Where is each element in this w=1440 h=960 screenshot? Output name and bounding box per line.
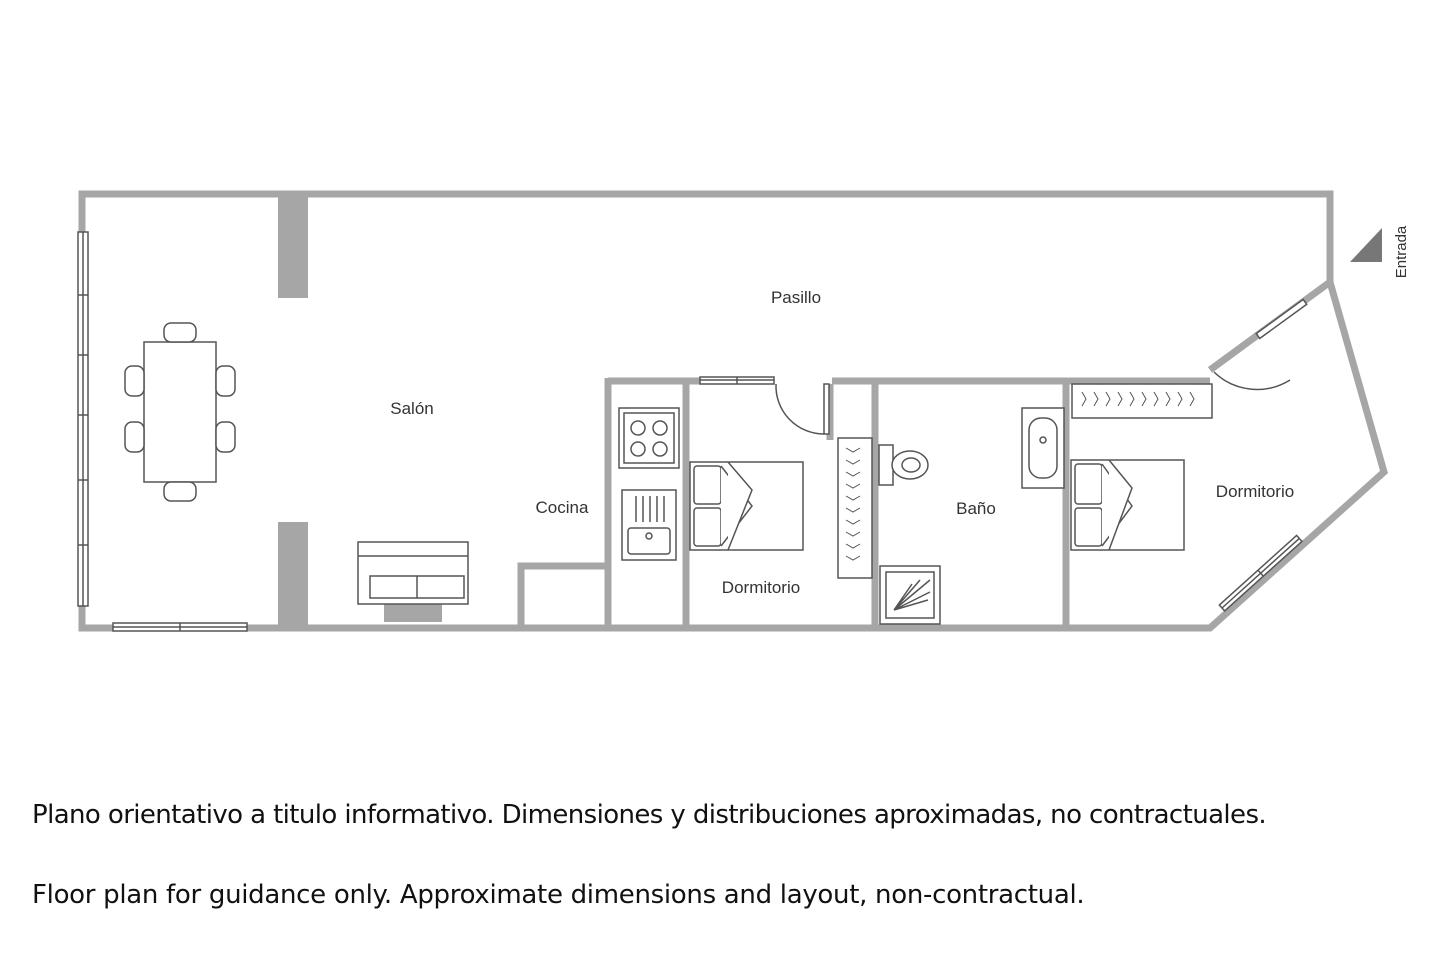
interior-walls xyxy=(384,377,1210,628)
dining-table-icon xyxy=(124,322,236,502)
wardrobe-icon xyxy=(1071,383,1213,419)
disclaimer-english: Floor plan for guidance only. Approximat… xyxy=(32,880,1085,910)
window-icon xyxy=(77,231,1304,632)
salon-column-top xyxy=(278,194,308,298)
outer-walls xyxy=(78,190,1388,632)
room-label-dormitorio-1: Dormitorio xyxy=(722,578,800,597)
salon-column-bottom xyxy=(278,522,308,628)
shower-icon xyxy=(879,565,941,625)
entry-arrow-icon xyxy=(1350,228,1382,262)
room-label-cocina: Cocina xyxy=(536,498,589,517)
bed-icon xyxy=(689,461,804,551)
door-swing-icon xyxy=(775,298,1308,435)
entry-label: Entrada xyxy=(1393,225,1410,278)
toilet-icon xyxy=(878,444,929,486)
disclaimer-spanish: Plano orientativo a titulo informativo. … xyxy=(32,800,1267,830)
stove-icon xyxy=(618,407,680,469)
sofa-icon xyxy=(357,541,469,605)
bed-icon xyxy=(1070,459,1185,551)
room-label-salon: Salón xyxy=(390,399,433,418)
kitchen-sink-icon xyxy=(621,489,677,561)
wardrobe-icon xyxy=(837,437,873,579)
room-label-dormitorio-2: Dormitorio xyxy=(1216,482,1294,501)
bathtub-icon xyxy=(1021,407,1065,489)
room-label-bano: Baño xyxy=(956,499,996,518)
floor-plan: Pasillo Salón Cocina Dormitorio Baño Dor… xyxy=(77,190,1410,632)
room-label-pasillo: Pasillo xyxy=(771,288,821,307)
